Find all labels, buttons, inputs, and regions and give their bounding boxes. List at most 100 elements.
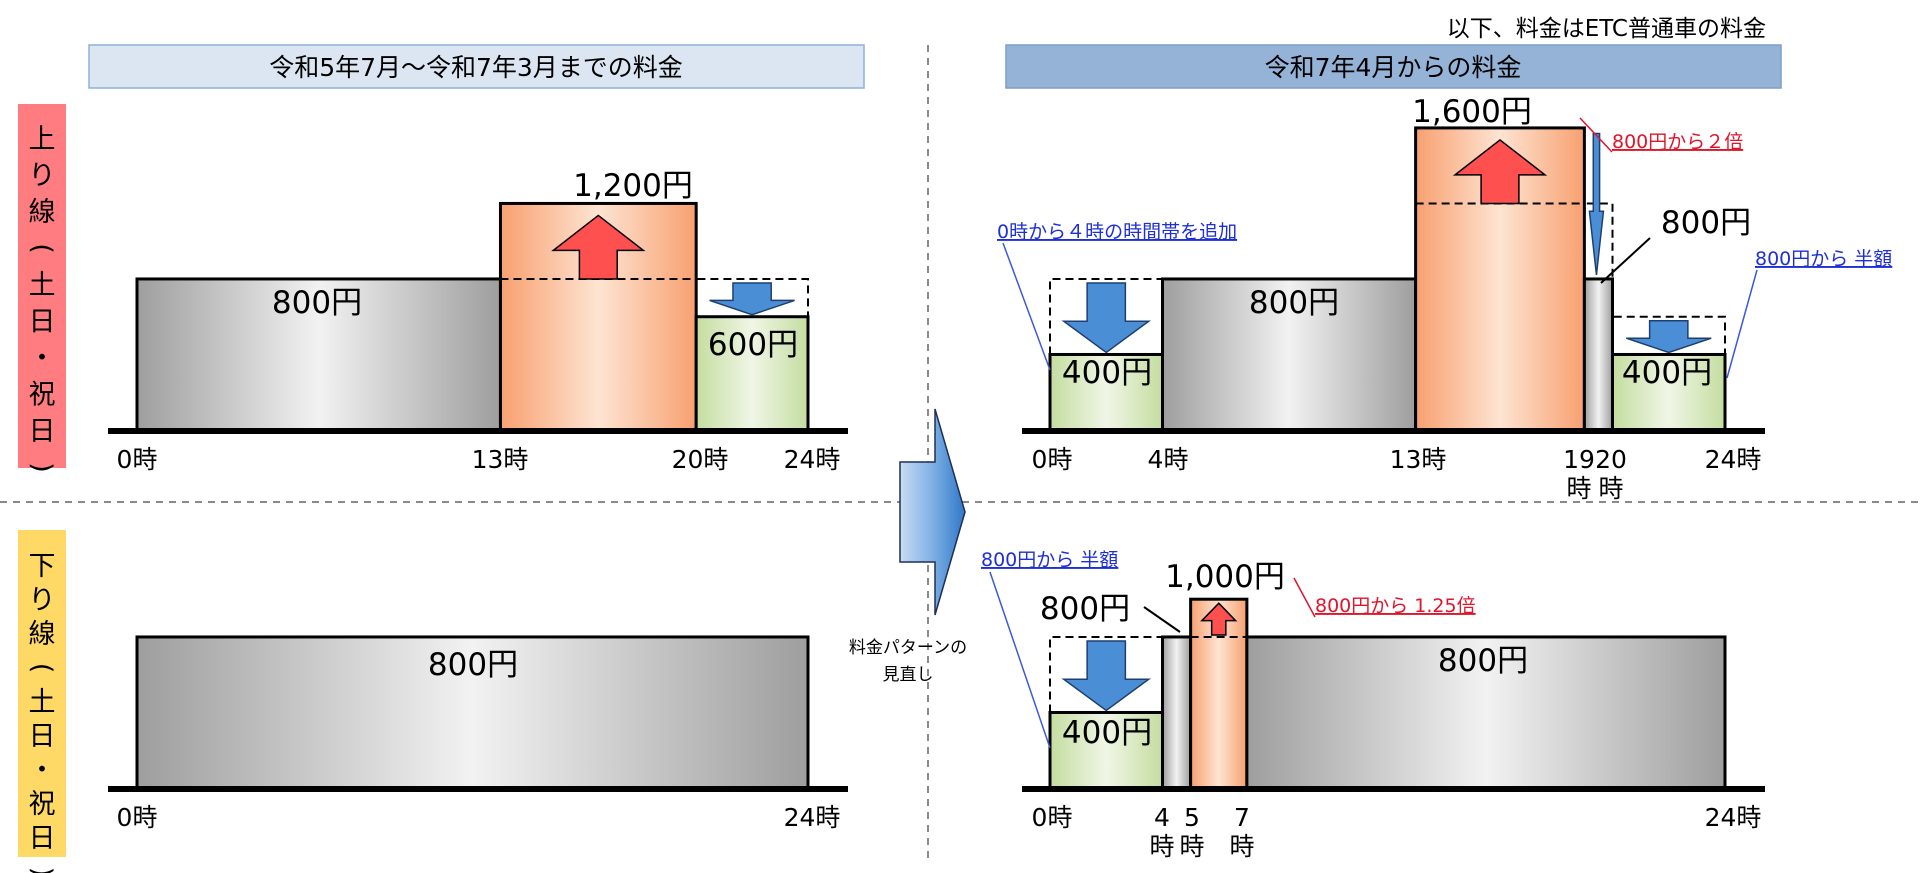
chart-panel-1 xyxy=(108,635,848,792)
row-label-char: ( xyxy=(26,243,57,254)
annotation-half: 800円から 半額 xyxy=(1755,248,1892,270)
row-label-char: 土 xyxy=(29,270,56,301)
bar-segment xyxy=(1611,352,1727,432)
header-before: 令和5年7月～令和7年3月までの料金 xyxy=(88,44,865,89)
bar-segment xyxy=(1582,277,1614,432)
bar-segment xyxy=(135,635,810,790)
tick-label: 20時 xyxy=(672,445,729,474)
row-label-char: 祝 xyxy=(29,380,56,411)
tick-label: 0時 xyxy=(117,445,158,474)
header-before-text: 令和5年7月～令和7年3月までの料金 xyxy=(269,53,683,82)
previous-level-outline xyxy=(695,277,809,317)
row-label-down-text: 下り線(土日・祝日) xyxy=(26,551,57,873)
row-label-char: 日 xyxy=(29,823,56,854)
tick-sub-label: 時 xyxy=(1149,832,1174,861)
annotation-leader xyxy=(1579,117,1613,153)
panels: 800円 1,200円 600円 800円 400円 800円 1,600円 800円 400円… xyxy=(108,94,1892,861)
annotation-add-hours: 0時から４時の時間帯を追加 xyxy=(997,221,1237,243)
row-label-char: ・ xyxy=(29,343,56,374)
tick-label: 24時 xyxy=(784,803,841,832)
tick-label: 24時 xyxy=(1705,445,1762,474)
row-label-char: 線 xyxy=(29,197,56,228)
note-text: 以下、料金はETC普通車の料金 xyxy=(1447,16,1766,42)
value-label: 800円 xyxy=(1661,205,1751,241)
value-label: 1,200円 xyxy=(573,168,693,204)
row-label-char: 上 xyxy=(29,124,56,155)
value-label: 800円 xyxy=(272,285,362,321)
annotation-double: 800円から２倍 xyxy=(1612,131,1743,153)
value-label: 1,000円 xyxy=(1165,559,1285,595)
row-label-char: り xyxy=(29,585,56,616)
tick-sub-label: 時 xyxy=(1566,474,1591,503)
value-label: 800円 xyxy=(1438,643,1528,679)
transition-label-2: 見直し xyxy=(883,665,934,685)
row-label-char: り xyxy=(29,161,56,192)
row-label-char: 下 xyxy=(29,551,56,582)
annotation-half: 800円から 半額 xyxy=(981,549,1118,571)
tick-label: 24時 xyxy=(1705,803,1762,832)
tick-sub-label: 時 xyxy=(1229,832,1254,861)
annotation-leader xyxy=(1002,242,1051,371)
tick-label: 24時 xyxy=(784,445,841,474)
annotation-leader xyxy=(1726,269,1758,379)
transition-label-1: 料金パターンの xyxy=(849,638,967,658)
tick-label: 4時 xyxy=(1148,445,1189,474)
row-label-char: ) xyxy=(26,867,57,873)
tick-label: 13時 xyxy=(1390,445,1447,474)
value-label: 400円 xyxy=(1062,355,1152,391)
bar-segment xyxy=(1245,635,1727,790)
row-label-char: 土 xyxy=(29,687,56,718)
header-after: 令和7年4月からの料金 xyxy=(1005,44,1782,89)
up-arrow xyxy=(551,214,646,280)
row-label-up-text: 上り線(土日・祝日) xyxy=(26,124,57,473)
down-arrow xyxy=(1626,319,1712,354)
chart-panel-0 xyxy=(108,201,848,434)
tick-label: 4 xyxy=(1154,803,1170,832)
down-arrow xyxy=(1588,132,1605,276)
row-label-down: 下り線(土日・祝日) xyxy=(18,530,66,873)
tick-label: 5 xyxy=(1184,803,1200,832)
row-label-char: 祝 xyxy=(29,789,56,820)
bar-segment xyxy=(1161,635,1193,790)
tick-label: 19 xyxy=(1563,445,1595,474)
row-label-char: ( xyxy=(26,663,57,674)
bar-segment xyxy=(694,315,810,432)
tick-label: 13時 xyxy=(472,445,529,474)
row-label-char: ・ xyxy=(29,755,56,786)
up-arrow xyxy=(1200,602,1238,636)
tick-sub-label: 時 xyxy=(1598,474,1623,503)
chart-panel-3 xyxy=(1022,597,1765,792)
value-label: 600円 xyxy=(708,327,798,363)
chart-panel-2 xyxy=(1022,126,1765,434)
bar-segment xyxy=(1048,710,1164,790)
bar-segment xyxy=(1048,352,1164,432)
tick-label: 20 xyxy=(1595,445,1627,474)
down-arrow xyxy=(1061,640,1152,712)
value-label: 800円 xyxy=(1040,591,1130,627)
previous-level-outline xyxy=(1611,315,1726,355)
value-label: 400円 xyxy=(1062,715,1152,751)
value-label: 400円 xyxy=(1622,355,1712,391)
value-label: 1,600円 xyxy=(1412,94,1532,130)
down-arrow xyxy=(709,282,795,316)
row-label-char: 日 xyxy=(29,416,56,447)
tick-label: 0時 xyxy=(117,803,158,832)
down-arrow xyxy=(1061,282,1152,354)
value-label: 800円 xyxy=(428,647,518,683)
row-label-char: 日 xyxy=(29,721,56,752)
up-arrow xyxy=(1452,138,1548,205)
row-label-char: ) xyxy=(26,462,57,473)
leader-line xyxy=(1143,606,1181,633)
tick-label: 7 xyxy=(1234,803,1250,832)
annotation-leader xyxy=(989,571,1051,749)
annotation-leader xyxy=(1293,577,1316,618)
header-after-text: 令和7年4月からの料金 xyxy=(1265,53,1522,82)
tick-label: 0時 xyxy=(1032,445,1073,474)
bar-segment xyxy=(1161,277,1418,432)
tick-label: 0時 xyxy=(1032,803,1073,832)
leader-line xyxy=(1600,237,1651,284)
value-label: 800円 xyxy=(1249,285,1339,321)
annotation-125: 800円から 1.25倍 xyxy=(1315,595,1476,617)
row-label-up: 上り線(土日・祝日) xyxy=(18,104,66,473)
